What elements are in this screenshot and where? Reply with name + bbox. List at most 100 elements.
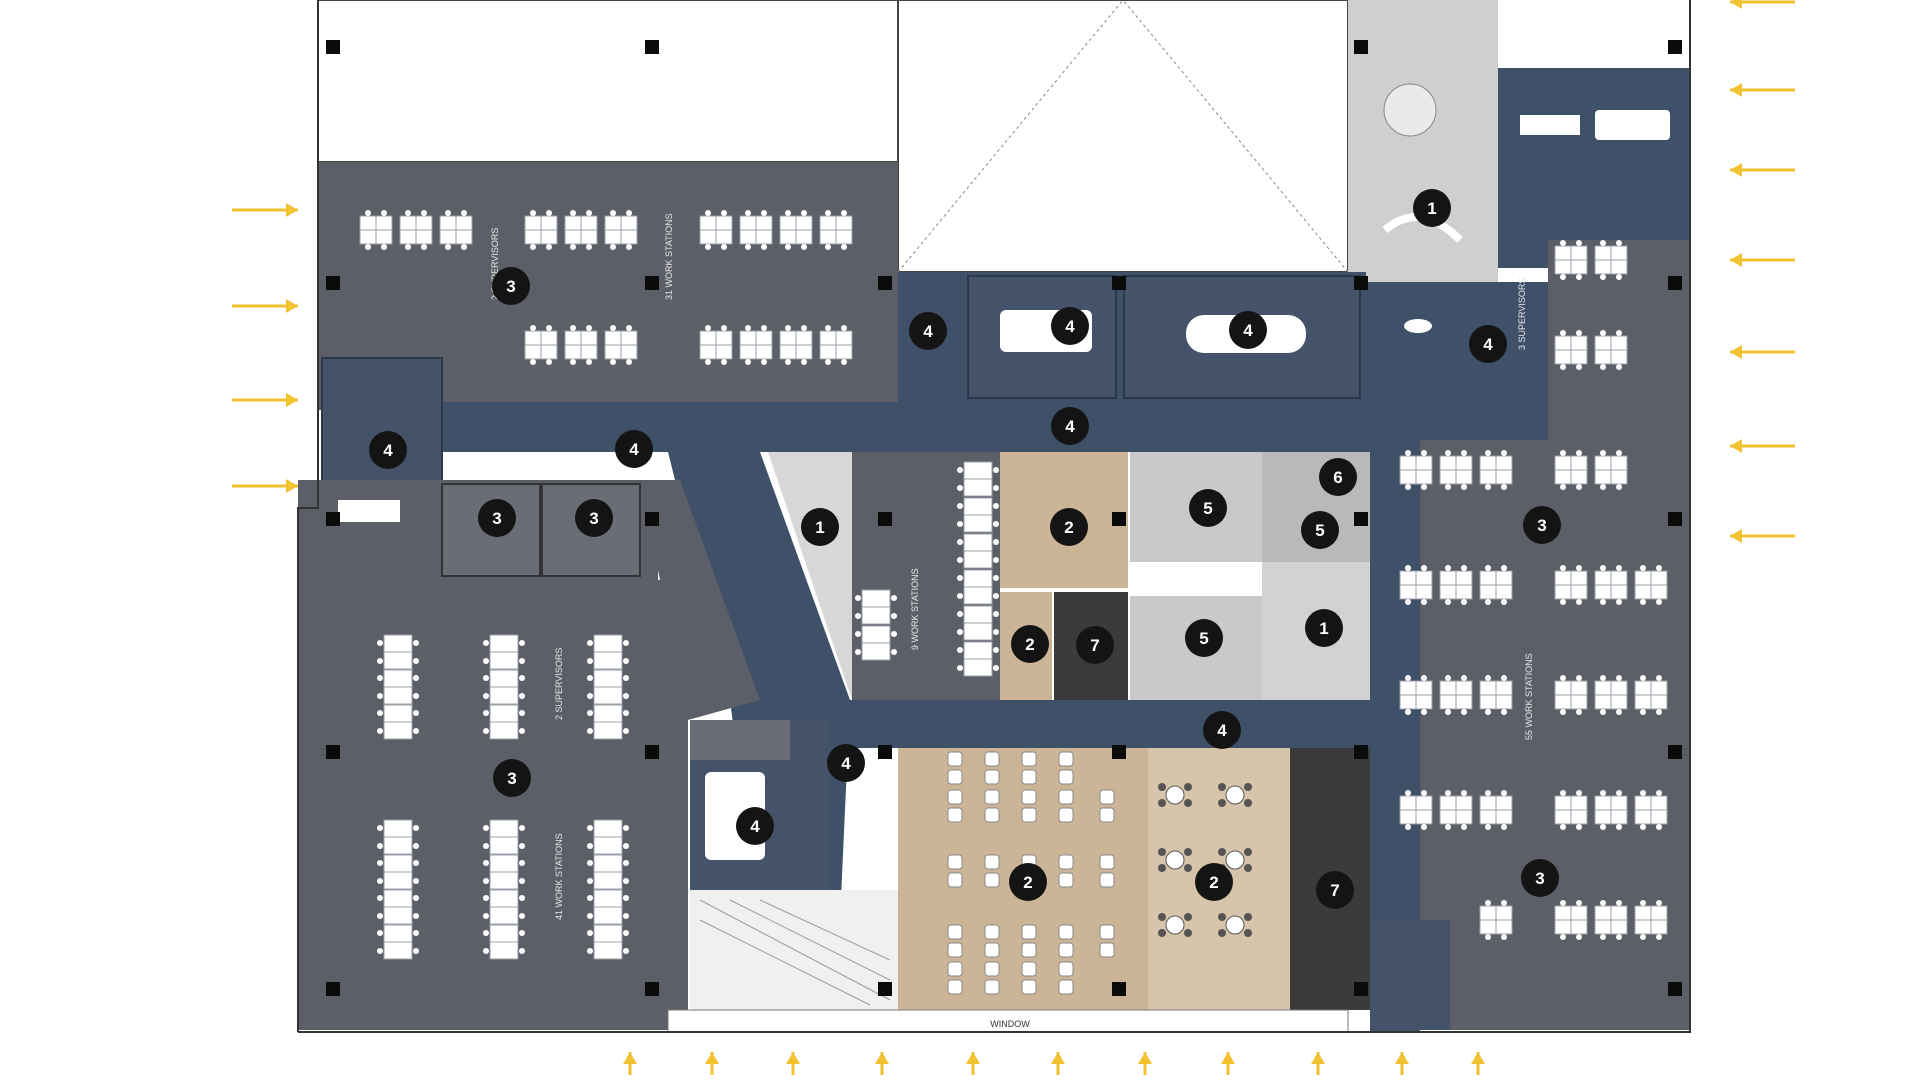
zone-marker-circle: [1521, 859, 1559, 897]
zone-marker: 6: [1319, 458, 1357, 496]
zone-marker-number: 1: [1427, 199, 1436, 218]
zone-marker-number: 3: [506, 277, 515, 296]
zone-marker-number: 4: [923, 322, 933, 341]
zone-marker: 1: [801, 508, 839, 546]
zone-marker-number: 4: [1483, 335, 1493, 354]
zone-marker: 4: [1051, 407, 1089, 445]
building-outline: [297, 0, 1691, 1033]
sun-arrow: [1730, 163, 1795, 177]
zone-marker: 5: [1301, 511, 1339, 549]
stairs: [699, 899, 891, 1006]
zone-marker: 3: [575, 499, 613, 537]
zone-marker-number: 7: [1090, 636, 1099, 655]
zone-marker-circle: [1195, 863, 1233, 901]
zone-marker-circle: [736, 807, 774, 845]
structural-columns: [326, 40, 1682, 996]
zone-marker-circle: [1051, 307, 1089, 345]
zone-lobby: [1348, 0, 1498, 282]
zone-marker-circle: [1305, 609, 1343, 647]
zone-marker: 4: [827, 744, 865, 782]
zone-marker: 2: [1009, 863, 1047, 901]
zone-marker-circle: [801, 508, 839, 546]
label-41-work-stations: 41 WORK STATIONS: [554, 833, 564, 920]
zone-marker-number: 3: [589, 509, 598, 528]
sun-arrow: [1051, 1052, 1065, 1075]
zone-marker-circle: [1189, 489, 1227, 527]
label-55-work-stations: 55 WORK STATIONS: [1524, 653, 1534, 740]
sun-arrow: [232, 203, 298, 217]
zone-marker: 2: [1195, 863, 1233, 901]
sun-arrow: [232, 393, 298, 407]
zone-marker-circle: [1009, 863, 1047, 901]
zone-marker-circle: [827, 744, 865, 782]
zone-marker-number: 4: [1243, 321, 1253, 340]
zone-marker-circle: [1050, 508, 1088, 546]
zone-marker: 1: [1413, 189, 1451, 227]
zone-marker-circle: [575, 499, 613, 537]
sun-arrow: [1221, 1052, 1235, 1075]
courtyard-left: [317, 0, 899, 163]
zone-marker: 4: [1229, 311, 1267, 349]
zone-marker-number: 4: [629, 440, 639, 459]
zone-marker-number: 4: [841, 754, 851, 773]
zone-marker: 3: [493, 759, 531, 797]
zone-marker: 4: [736, 807, 774, 845]
zone-marker-number: 7: [1330, 881, 1339, 900]
sun-arrow: [1138, 1052, 1152, 1075]
zone-lower-left-slant: [640, 480, 760, 1030]
zone-marker-circle: [1469, 325, 1507, 363]
zone-marker-number: 1: [815, 518, 824, 537]
zone-marker: 4: [1203, 711, 1241, 749]
zone-marker-circle: [493, 759, 531, 797]
zone-marker: 3: [1521, 859, 1559, 897]
label-2-supervisors-left: 2 SUPERVISORS: [554, 648, 564, 720]
zone-marker: 4: [1469, 325, 1507, 363]
sun-arrow: [1730, 345, 1795, 359]
zone-upper-right-rooms: [1498, 68, 1690, 268]
zone-marker-circle: [478, 499, 516, 537]
zone-marker: 3: [1523, 506, 1561, 544]
zone-marker-circle: [1523, 506, 1561, 544]
zone-marker: 3: [478, 499, 516, 537]
sun-arrow: [786, 1052, 800, 1075]
lobby-furniture: [1382, 83, 1463, 333]
zone-marker-number: 3: [1537, 516, 1546, 535]
zone-marker-number: 2: [1023, 873, 1032, 892]
corridor-bottom: [820, 700, 1420, 748]
zone-marker: 5: [1189, 489, 1227, 527]
reception-zone: [1366, 282, 1548, 402]
zone-marker-circle: [1185, 619, 1223, 657]
zone-marker-number: 5: [1203, 499, 1212, 518]
zone-marker: 5: [1185, 619, 1223, 657]
zone-marker: 2: [1011, 625, 1049, 663]
sun-arrow: [705, 1052, 719, 1075]
sun-arrow: [1311, 1052, 1325, 1075]
zone-marker-circle: [1316, 871, 1354, 909]
zone-marker-circle: [1011, 625, 1049, 663]
right-small-room: [1370, 920, 1450, 1030]
zone-marker-circle: [1413, 189, 1451, 227]
zone-marker-circle: [1229, 311, 1267, 349]
label-3-supervisors-right: 3 SUPERVISORS: [1517, 278, 1527, 350]
zone-marker-circle: [1319, 458, 1357, 496]
zone-marker-circle: [1301, 511, 1339, 549]
zone-marker-circle: [369, 431, 407, 469]
zone-marker: 7: [1316, 871, 1354, 909]
zone-marker-circle: [1051, 407, 1089, 445]
zone-marker: 1: [1305, 609, 1343, 647]
label-2-supervisors-top: 2 SUPERVISORS: [490, 228, 500, 300]
storage-strip: [690, 720, 790, 760]
zone-marker-number: 4: [383, 441, 393, 460]
zone-marker-number: 4: [750, 817, 760, 836]
zone-marker-number: 1: [1319, 619, 1328, 638]
zone-marker-circle: [615, 430, 653, 468]
label-31-work-stations: 31 WORK STATIONS: [664, 213, 674, 300]
zone-marker-circle: [1076, 626, 1114, 664]
sun-arrow: [623, 1052, 637, 1075]
zone-marker-number: 5: [1199, 629, 1208, 648]
sun-arrow: [966, 1052, 980, 1075]
sun-arrow: [232, 299, 298, 313]
zone-marker: 7: [1076, 626, 1114, 664]
